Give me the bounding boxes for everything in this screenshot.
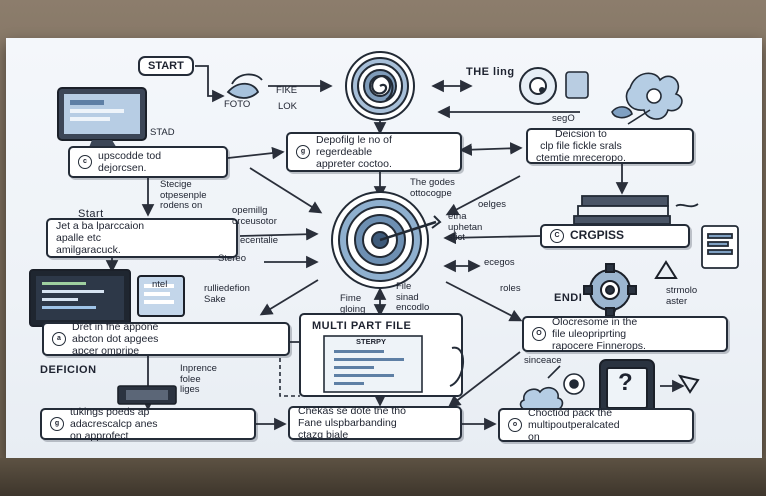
decision-box: Deicsion to clp file fickle srals ctemti…: [526, 128, 694, 164]
tukings-text: tukings poeds ap adacrescalcp anes on ap…: [70, 405, 158, 443]
arrow-mid-to-right-down: [445, 281, 523, 322]
crgpiss-text: CRGPISS: [570, 228, 625, 243]
crgpiss-box: C CRGPISS: [540, 224, 690, 248]
theling-label: THE ling: [466, 66, 515, 78]
label-ecegos: ecegos: [484, 257, 515, 268]
label-inprence: Inprence folee liges: [180, 363, 217, 396]
keyboard-device-icon: [117, 385, 177, 405]
label-ecentalie: ecentalie: [240, 235, 279, 246]
circle-o-icon: O: [532, 327, 546, 341]
multipart-title: MULTI PART FILE: [312, 320, 412, 332]
label-strmolo: strmolo aster: [666, 285, 698, 307]
upscode-text: upscodde tod dejorcsen.: [98, 149, 162, 174]
label-fime-gloing: Fime gloing: [340, 293, 366, 315]
phone-question-mark: ?: [618, 369, 633, 396]
gear-icon: [583, 260, 678, 317]
label-oelges: oelges: [478, 199, 506, 210]
label-opemillg: opemillg orceusotor: [232, 205, 277, 227]
arrow-oiocre-to-chekas: [447, 351, 521, 408]
monitor-icon-top-left: [57, 87, 147, 150]
label-file-sinad: File sinad encodlo: [396, 281, 430, 314]
foto-label: FOTO: [224, 99, 251, 110]
lok-label: LOK: [278, 101, 298, 112]
choctiod-text: Choctiod pack the multipoutperalcated on: [528, 406, 620, 444]
upscode-box: c upscodde tod dejorcsen.: [68, 146, 228, 178]
chekas-text: Chekas se dote the tho Fane ulspbarbandi…: [298, 404, 406, 442]
depofile-text: Depofilg le no of regerdeable appreter c…: [316, 133, 392, 171]
fike-label: FIKE: [276, 85, 298, 96]
stacked-files-icon: [573, 195, 699, 225]
deficion-label: DEFICION: [40, 364, 97, 376]
circle-c-icon-2: C: [550, 229, 564, 243]
dret-text: Dret in fhe appone abcton dot apgees apc…: [72, 320, 159, 358]
jet-box: Jet a ba lparccaion apalle etc amilgarac…: [46, 218, 238, 258]
circle-a-icon: a: [52, 332, 66, 346]
arrow-mid-to-left-down: [259, 279, 319, 316]
circle-g-icon-2: g: [50, 417, 64, 431]
circle-g-icon: g: [296, 145, 310, 159]
label-stereo: Stereo: [218, 253, 246, 264]
label-stecige: Stecige otpesenple rodens on: [160, 179, 207, 212]
cloud-camera-icon: [519, 365, 585, 411]
sego-label: segO: [552, 113, 575, 124]
theling-circle-icon: [519, 67, 589, 105]
jet-text: Jet a ba lparccaion apalle etc amilgarac…: [56, 219, 145, 257]
chekas-box: Chekas se dote the tho Fane ulspbarbandi…: [288, 404, 462, 442]
tablet-icon-right: [701, 225, 739, 269]
spiral-target-icon-top: [345, 51, 415, 121]
start-label: START: [148, 60, 184, 72]
arrow-upcode-to-depofile: [227, 146, 285, 160]
dret-box: a Dret in fhe appone abcton dot apgees a…: [42, 320, 290, 358]
circle-o-icon-2: o: [508, 418, 522, 432]
tukings-box: g tukings poeds ap adacrescalcp anes on …: [40, 405, 256, 443]
label-rulliedefion: rulliedefion Sake: [204, 283, 250, 305]
label-etna: etna uphetan sfict: [448, 211, 483, 244]
circle-c-icon: c: [78, 155, 92, 169]
decision-text: Deicsion to clp file fickle srals ctemti…: [536, 127, 626, 165]
label-the-godes: The godes ottocogpe: [410, 177, 455, 199]
smartphone-question-icon: [599, 359, 700, 417]
flower-plant-icon: [611, 72, 683, 125]
start-label-mid: Start: [78, 208, 104, 220]
desk-surface: [0, 458, 766, 496]
connector-arrows: [105, 65, 685, 431]
arrow-jet-to-mid: [239, 227, 319, 241]
spiral-target-icon-center: [331, 191, 442, 289]
start-pill-top: START: [138, 56, 194, 76]
oiocre-text: Olocresome in the file uleopriprting rap…: [552, 315, 646, 353]
label-sinceace: sinceace: [524, 355, 562, 366]
stad-label: STAD: [150, 127, 175, 138]
multipart-subtitle: STERPY: [356, 337, 387, 346]
arrow-decision-to-mid-diag: [445, 175, 521, 216]
endi-label: ENDI: [554, 292, 583, 304]
arrow-upcode-to-mid-diag: [249, 167, 323, 214]
arrow-crgpiss-to-mid: [443, 231, 541, 245]
laptop-code-icon: [29, 269, 185, 327]
foto-sketch-icon: [226, 73, 263, 99]
label-ntel: ntel: [152, 279, 168, 290]
choctiod-box: o Choctiod pack the multipoutperalcated …: [498, 406, 694, 444]
label-roles: roles: [500, 283, 521, 294]
multipart-file-window: [279, 313, 465, 397]
depofile-box: g Depofilg le no of regerdeable appreter…: [286, 132, 462, 172]
oiocre-box: O Olocresome in the file uleopriprting r…: [522, 316, 728, 352]
arrow-depofile-to-decision: [459, 142, 523, 156]
arrow-start-to-foto: [195, 65, 225, 103]
